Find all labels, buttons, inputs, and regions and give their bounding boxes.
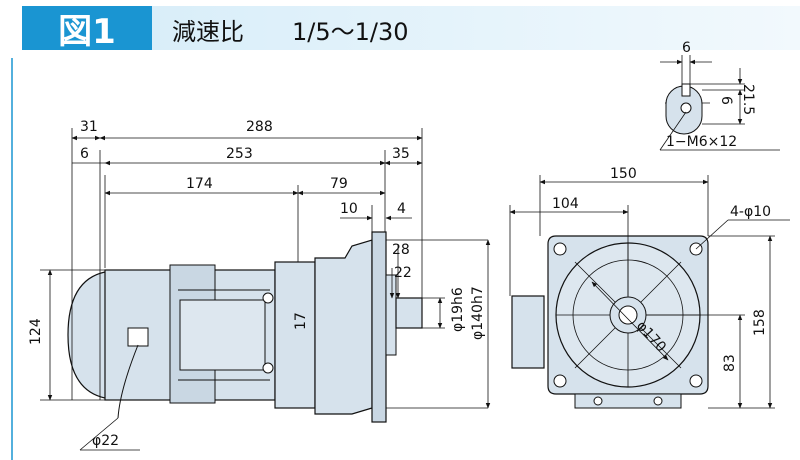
dim-31: 31 bbox=[80, 119, 98, 135]
dim-17: 17 bbox=[293, 312, 309, 330]
dim-150: 150 bbox=[610, 166, 637, 182]
dim-22: 22 bbox=[394, 265, 412, 281]
side-view bbox=[40, 128, 491, 451]
mount-hole-br bbox=[689, 374, 703, 388]
title-bar bbox=[152, 6, 800, 50]
dim-174: 174 bbox=[186, 176, 213, 192]
dim-104: 104 bbox=[552, 196, 579, 212]
mount-hole-tl bbox=[553, 242, 567, 256]
front-feet bbox=[574, 393, 682, 409]
reduction-ratio: 1/5～1/30 bbox=[292, 18, 409, 46]
dim-124: 124 bbox=[28, 318, 44, 345]
flange bbox=[371, 231, 387, 423]
dim-6: 6 bbox=[80, 146, 89, 162]
key-detail bbox=[659, 55, 780, 151]
dim-cable-dia: φ22 bbox=[92, 433, 119, 449]
front-view bbox=[509, 175, 790, 409]
dim-pilot-dia: φ140h7 bbox=[470, 286, 486, 340]
key-dim-6-side: 6 bbox=[718, 96, 734, 105]
key-dim-6-top: 6 bbox=[682, 40, 691, 56]
dim-4: 4 bbox=[397, 201, 406, 217]
dim-158: 158 bbox=[752, 309, 768, 336]
dim-253: 253 bbox=[226, 146, 253, 162]
key-dim-21-5: 21.5 bbox=[740, 84, 756, 115]
title-text: 減速比 bbox=[172, 18, 244, 46]
dim-35: 35 bbox=[392, 146, 410, 162]
front-terminal-box bbox=[511, 295, 545, 369]
pilot-boss bbox=[385, 274, 397, 356]
dim-83: 83 bbox=[722, 354, 738, 372]
cable bbox=[117, 344, 139, 419]
keyway bbox=[681, 83, 691, 97]
dim-holes: 4-φ10 bbox=[730, 204, 771, 220]
gear-housing bbox=[274, 261, 316, 409]
dim-shaft-dia: φ19h6 bbox=[450, 287, 466, 332]
tap-label: 1−M6×12 bbox=[666, 134, 737, 150]
motor-nameplate bbox=[179, 299, 266, 371]
mount-hole-bl bbox=[553, 374, 567, 388]
output-shaft bbox=[395, 297, 423, 329]
header: 図1 減速比 1/5～1/30 bbox=[0, 0, 800, 56]
fan-cover bbox=[67, 271, 106, 399]
dim-28: 28 bbox=[392, 242, 410, 258]
gearhead bbox=[314, 239, 373, 415]
dim-79: 79 bbox=[330, 176, 348, 192]
dim-10: 10 bbox=[340, 201, 358, 217]
cable-gland bbox=[127, 327, 149, 347]
figure-label: 図1 bbox=[22, 6, 152, 52]
dim-288: 288 bbox=[246, 119, 273, 135]
